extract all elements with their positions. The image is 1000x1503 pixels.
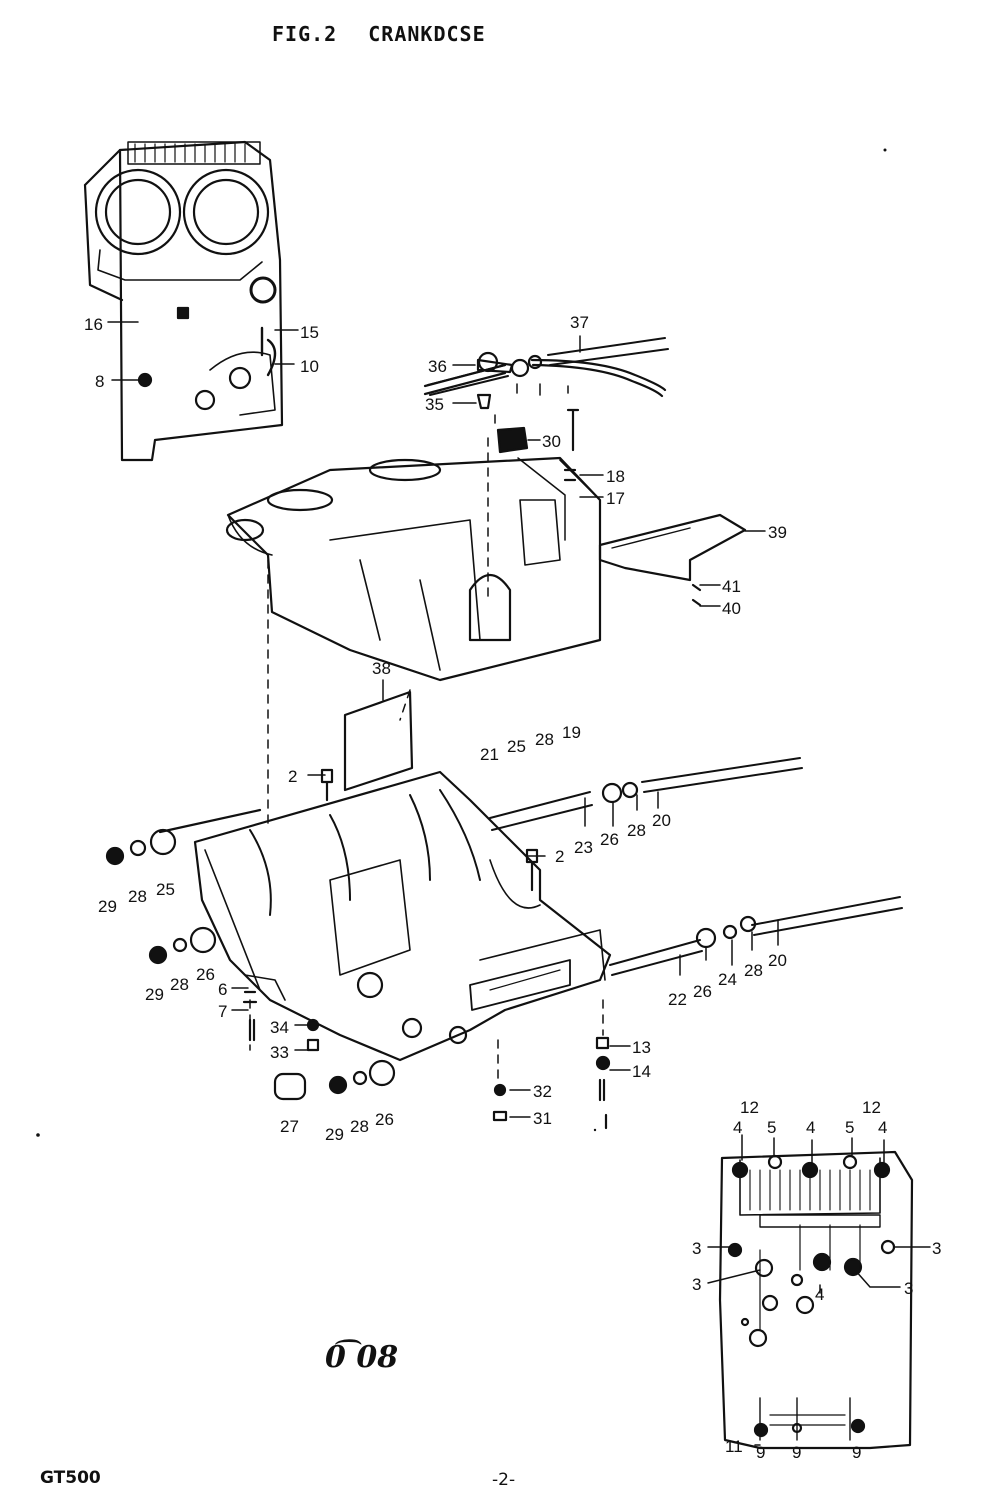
callout-6: 6	[218, 980, 227, 999]
callout-4-b: 4	[806, 1118, 815, 1137]
inset-cylinder-side-view	[83, 140, 284, 462]
callout-11: 11	[725, 1437, 743, 1456]
handwritten-stamp: 0͡ 08	[325, 1340, 399, 1375]
callout-31: 31	[533, 1109, 552, 1128]
scan-specks	[36, 148, 887, 1137]
callout-10: 10	[300, 357, 319, 376]
figure-title: FIG.2 CRANKDCSE	[272, 22, 486, 46]
callout-13: 13	[632, 1038, 651, 1057]
callout-28-mid: 28	[627, 821, 646, 840]
callout-leader-lines	[107, 321, 931, 1446]
upper-crankcase-half	[225, 456, 602, 682]
callout-28-upper: 28	[535, 730, 554, 749]
callout-23: 23	[574, 838, 593, 857]
callout-30: 30	[542, 432, 561, 451]
callout-39: 39	[768, 523, 787, 542]
figure-name: CRANKDCSE	[368, 22, 486, 46]
hardware-fasteners	[242, 768, 611, 1130]
callout-28-b: 28	[170, 975, 189, 994]
callout-26-mid: 26	[600, 830, 619, 849]
callout-21: 21	[480, 745, 499, 764]
shafts	[158, 337, 903, 976]
callout-29-c: 29	[325, 1125, 344, 1144]
callout-9-c: 9	[852, 1443, 861, 1462]
callout-3-c: 3	[932, 1239, 941, 1258]
callout-25-upper: 25	[507, 737, 526, 756]
callout-4-d: 4	[815, 1285, 824, 1304]
callout-15: 15	[300, 323, 319, 342]
callout-26-d: 26	[693, 982, 712, 1001]
callout-28-c: 28	[350, 1117, 369, 1136]
callout-14: 14	[632, 1062, 651, 1081]
model-code: GT500	[40, 1468, 101, 1488]
callout-12-right: 12	[862, 1098, 881, 1117]
callout-18: 18	[606, 467, 625, 486]
callout-4-a: 4	[733, 1118, 742, 1137]
callout-labels: 16 8 15 10 37 36 35 30 18 17 39 41 40 38…	[84, 313, 941, 1462]
callout-20-upper: 20	[652, 811, 671, 830]
callout-41: 41	[722, 577, 741, 596]
breather-hose-group	[476, 351, 667, 541]
callout-26-b: 26	[196, 965, 215, 984]
callout-27: 27	[280, 1117, 299, 1136]
callout-36: 36	[428, 357, 447, 376]
bearings-and-seals	[105, 354, 757, 1101]
callout-33: 33	[270, 1043, 289, 1062]
baffle-plate-38	[343, 690, 414, 792]
callout-5-b: 5	[845, 1118, 854, 1137]
callout-22: 22	[668, 990, 687, 1009]
callout-2-lower: 2	[555, 847, 564, 866]
callout-25-lower: 25	[156, 880, 175, 899]
callout-28-d: 28	[744, 961, 763, 980]
callout-2-upper: 2	[288, 767, 297, 786]
callout-28-a: 28	[128, 887, 147, 906]
callout-34: 34	[270, 1018, 289, 1037]
figure-number: FIG.2	[272, 22, 338, 46]
callout-29-b: 29	[145, 985, 164, 1004]
lower-crankcase-half	[193, 770, 612, 1062]
callout-35: 35	[425, 395, 444, 414]
callout-4-c: 4	[878, 1118, 887, 1137]
cover-plate-39	[598, 513, 747, 607]
assembly-guide-lines	[249, 437, 604, 1086]
callout-19: 19	[562, 723, 581, 742]
callout-9-b: 9	[792, 1443, 801, 1462]
callout-38: 38	[372, 659, 391, 678]
callout-9-a: 9	[756, 1443, 765, 1462]
callout-5-a: 5	[767, 1118, 776, 1137]
callout-16: 16	[84, 315, 103, 334]
callout-29-a: 29	[98, 897, 117, 916]
callout-37: 37	[570, 313, 589, 332]
callout-26-c: 26	[375, 1110, 394, 1129]
page-number: -2-	[492, 1470, 516, 1490]
callout-32: 32	[533, 1082, 552, 1101]
callout-3-d: 3	[904, 1279, 913, 1298]
callout-7: 7	[218, 1002, 227, 1021]
callout-8: 8	[95, 372, 104, 391]
callout-17: 17	[606, 489, 625, 508]
callout-40: 40	[722, 599, 741, 618]
callout-12-left: 12	[740, 1098, 759, 1117]
callout-20-lower: 20	[768, 951, 787, 970]
inset-bottom-view	[718, 1150, 914, 1450]
callout-3-a: 3	[692, 1239, 701, 1258]
callout-24: 24	[718, 970, 737, 989]
callout-3-b: 3	[692, 1275, 701, 1294]
